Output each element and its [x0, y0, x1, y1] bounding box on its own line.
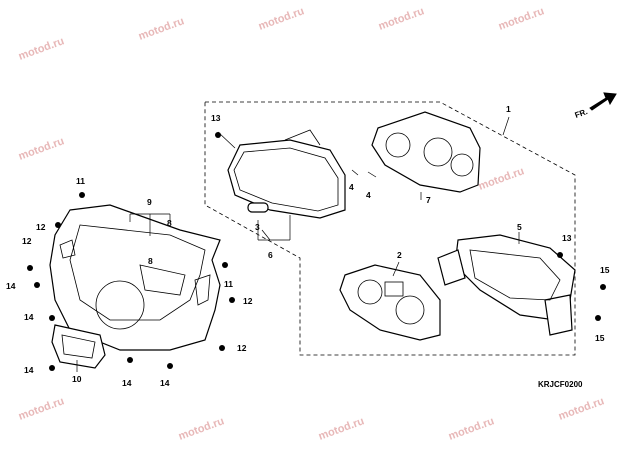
callout-15b: 15 [595, 333, 605, 343]
callout-14b: 14 [24, 312, 34, 322]
callout-8b: 8 [148, 256, 153, 266]
fastener-symbols [27, 132, 606, 371]
callout-14a: 14 [6, 281, 16, 291]
callout-11b: 11 [224, 279, 233, 289]
callout-4a: 4 [349, 182, 354, 192]
svg-text:motod.ru: motod.ru [177, 415, 226, 443]
meter-lens-part [227, 129, 346, 219]
callout-1: 1 [506, 104, 511, 114]
svg-text:motod.ru: motod.ru [317, 415, 366, 443]
callout-10: 10 [72, 374, 82, 384]
svg-text:motod.ru: motod.ru [137, 15, 186, 43]
callout-9: 9 [147, 197, 152, 207]
callout-4b: 4 [366, 190, 371, 200]
svg-text:motod.ru: motod.ru [477, 165, 526, 193]
svg-text:motod.ru: motod.ru [377, 5, 426, 33]
callout-12a: 12 [36, 222, 46, 232]
callout-labels: 1 2 3 4 4 5 6 7 8 8 9 10 11 11 12 12 12 … [6, 104, 610, 388]
svg-text:motod.ru: motod.ru [17, 395, 66, 423]
pad-part [247, 202, 269, 213]
diagram-code: KRJCF0200 [538, 380, 583, 389]
callout-13b: 13 [562, 233, 572, 243]
meter-panel-part [339, 264, 441, 341]
callout-12c: 12 [243, 296, 253, 306]
callout-11a: 11 [76, 176, 85, 186]
assembly-boundary [204, 101, 576, 356]
front-direction-arrow: FR. [574, 92, 617, 120]
callout-6: 6 [268, 250, 273, 260]
callout-8a: 8 [167, 218, 172, 228]
callout-7: 7 [426, 195, 431, 205]
leader-lines [76, 116, 520, 372]
callout-14d: 14 [122, 378, 132, 388]
callout-14c: 14 [24, 365, 34, 375]
meter-visor-part [371, 111, 481, 193]
meter-case-part [437, 234, 576, 336]
svg-text:motod.ru: motod.ru [257, 5, 306, 33]
callout-3: 3 [255, 222, 260, 232]
svg-text:motod.ru: motod.ru [17, 135, 66, 163]
callout-5: 5 [517, 222, 522, 232]
inner-cover-part [51, 324, 106, 369]
svg-text:motod.ru: motod.ru [447, 415, 496, 443]
svg-text:motod.ru: motod.ru [17, 35, 66, 63]
svg-text:motod.ru: motod.ru [497, 5, 546, 33]
callout-2: 2 [397, 250, 402, 260]
callout-13a: 13 [211, 113, 221, 123]
screw-4-parts [351, 169, 377, 178]
front-direction-label: FR. [574, 107, 589, 120]
svg-text:motod.ru: motod.ru [557, 395, 606, 423]
callout-12b: 12 [22, 236, 32, 246]
callout-14e: 14 [160, 378, 170, 388]
callout-15a: 15 [600, 265, 610, 275]
callout-12d: 12 [237, 343, 247, 353]
front-cover-part [49, 204, 221, 351]
